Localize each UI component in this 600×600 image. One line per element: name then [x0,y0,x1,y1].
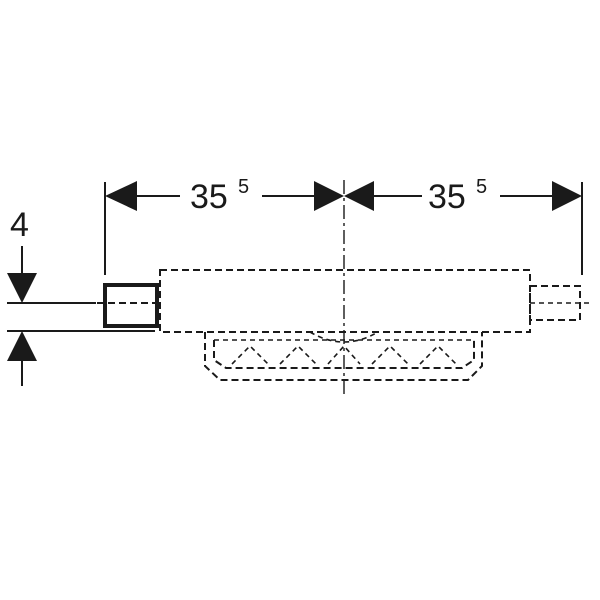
lower-tray-rib-2 [279,344,317,365]
dimension-vertical-value: 4 [10,206,29,244]
lower-tray-rib-1 [231,344,269,365]
arrowhead-right-outer [552,181,582,211]
dimension-left-value: 35 [190,178,228,216]
lower-tray-rib-3 [327,344,361,365]
lower-tray [204,331,483,381]
dimension-right-superscript: 5 [476,176,487,198]
arrowhead-vertical-bottom [7,331,37,361]
main-body-outline [159,269,531,333]
arrowhead-left-inner [314,181,344,211]
arrowhead-right-inner [344,181,374,211]
arrowhead-vertical-top [7,273,37,303]
dimension-left-superscript: 5 [238,176,249,198]
main-body [159,269,531,333]
left-connector [86,283,160,328]
arrowhead-left-outer [105,181,137,211]
lower-tray-inner [213,340,475,369]
right-connector-outline [529,285,581,321]
dimension-left-span: 35 5 [104,176,344,275]
dimension-right-span: 35 5 [344,176,583,275]
dimension-right-value: 35 [428,178,466,216]
lower-tray-rib-5 [419,344,457,365]
lower-tray-outer [204,332,483,381]
left-connector-outline [103,283,159,328]
dimension-vertical: 4 [7,206,155,386]
right-connector [529,285,592,321]
lower-tray-center-curve [309,331,379,343]
lower-tray-rib-4 [371,344,409,365]
